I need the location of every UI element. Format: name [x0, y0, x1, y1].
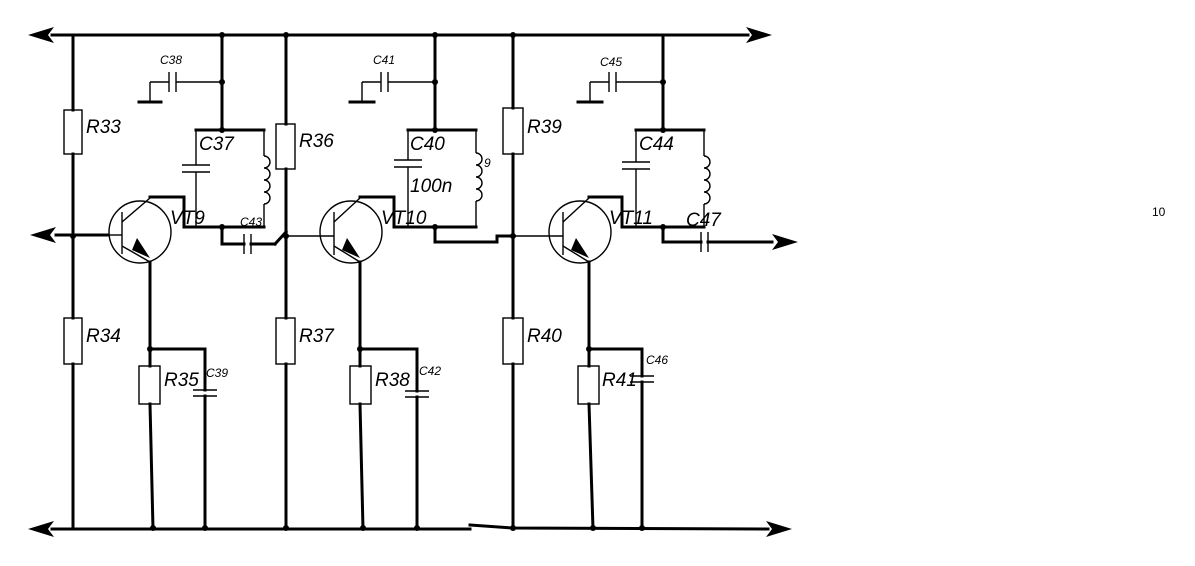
- label-c44: C44: [639, 134, 674, 155]
- stage-vt9: [63, 32, 289, 531]
- label-r38: R38: [375, 370, 410, 391]
- transistor-vt11: [548, 200, 612, 264]
- input-arrow: [30, 227, 110, 243]
- output-arrow: [710, 234, 798, 250]
- resistor-r33: [63, 109, 83, 155]
- top-supply-rail: [28, 27, 772, 43]
- label-c37: C37: [199, 134, 235, 155]
- resistor-r35: [138, 365, 161, 405]
- label-r36: R36: [299, 131, 334, 152]
- label-100n: 100n: [410, 176, 452, 197]
- resistor-r41: [577, 365, 600, 405]
- label-r39: R39: [527, 117, 562, 138]
- label-c43: C43: [240, 215, 262, 229]
- label-r41: R41: [602, 370, 637, 391]
- resistor-r39: [502, 107, 524, 155]
- label-c39: C39: [206, 366, 228, 380]
- page-number: 10: [1152, 205, 1166, 219]
- label-vt9: VT9: [170, 208, 205, 229]
- label-vt10: VT10: [381, 208, 427, 229]
- inductor-stage3: [703, 155, 711, 205]
- label-vt11: VT11: [609, 208, 653, 229]
- stage-vt11: [502, 32, 714, 531]
- inductor-stage2: [475, 152, 483, 202]
- label-r40: R40: [527, 326, 562, 347]
- label-inductor-9: 9: [484, 156, 491, 170]
- transistor-vt10: [319, 200, 383, 264]
- resistor-r34: [63, 317, 83, 365]
- inductor-stage1: [263, 155, 271, 205]
- label-c42: C42: [419, 364, 441, 378]
- bottom-ground-rail: [28, 521, 792, 537]
- label-r35: R35: [164, 370, 199, 391]
- label-c46: C46: [646, 353, 668, 367]
- label-r34: R34: [86, 326, 121, 347]
- label-c41: C41: [373, 53, 395, 67]
- label-c40: C40: [410, 134, 445, 155]
- label-r37: R37: [299, 326, 335, 347]
- label-r33: R33: [86, 117, 121, 138]
- stage-vt10: [275, 32, 515, 531]
- label-c45: C45: [600, 55, 622, 69]
- resistor-r38: [349, 365, 372, 405]
- resistor-r36: [275, 123, 296, 170]
- resistor-r37: [275, 317, 296, 365]
- label-c47: C47: [686, 210, 722, 231]
- transistor-vt9: [108, 200, 172, 264]
- label-c38: C38: [160, 53, 182, 67]
- resistor-r40: [502, 317, 524, 365]
